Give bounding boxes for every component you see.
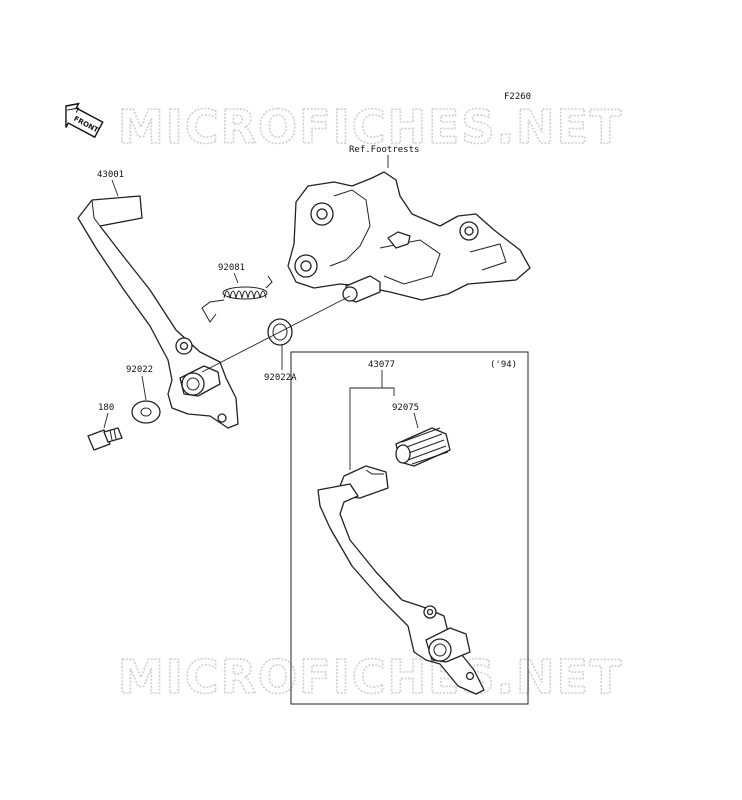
part-number-92081: 92081 (218, 263, 245, 273)
part-number-92022: 92022 (126, 365, 153, 375)
watermark-bottom: MICROFICHES.NET (118, 650, 623, 704)
part-number-43077: 43077 (368, 360, 395, 370)
part-number-92075: 92075 (392, 403, 419, 413)
bolt-part (87, 427, 123, 451)
part-number-43001: 43001 (97, 170, 124, 180)
variant-box (290, 351, 529, 705)
part-number-92022a: 92022A (264, 373, 297, 383)
washer-part (131, 400, 161, 424)
brake-pedal-94-part (317, 465, 485, 695)
footrest-bracket (287, 171, 531, 303)
pedal-rubber-part (395, 427, 451, 467)
watermark-top: MICROFICHES.NET (118, 100, 623, 154)
figure-code: F2260 (504, 92, 531, 102)
return-spring-part (201, 275, 273, 323)
variant-label: ('94) (490, 360, 517, 370)
part-number-180: 180 (98, 403, 114, 413)
front-arrow-icon: FRONT (65, 102, 104, 139)
reference-label: Ref.Footrests (349, 145, 419, 155)
brake-pedal-part (77, 195, 239, 429)
